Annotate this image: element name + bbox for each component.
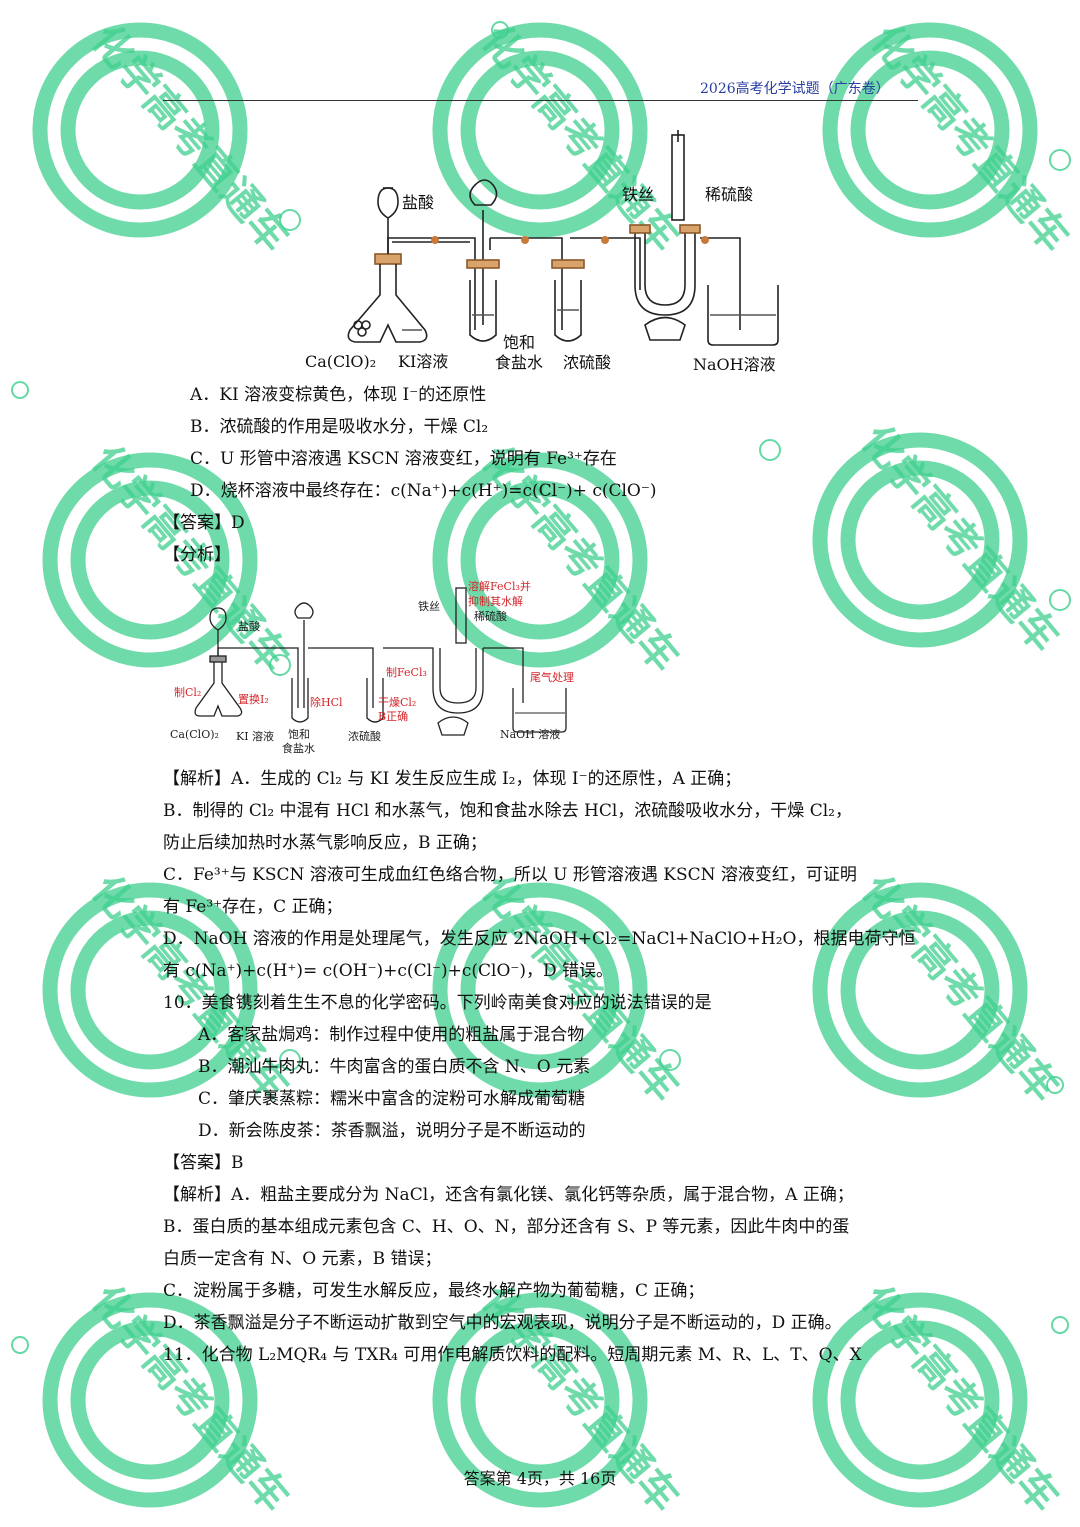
label-ki-solution: KI溶液	[398, 352, 448, 371]
label-dilute-sulfuric-acid: 稀硫酸	[705, 185, 753, 204]
label-hydrochloric-acid: 盐酸	[402, 193, 434, 212]
q10-option-c: C．肇庆裹蒸粽：糯米中富含的淀粉可水解成葡萄糖	[198, 1089, 586, 1109]
q9-explanation-line: 有 c(Na⁺)+c(H⁺)= c(OH⁻)+c(Cl⁻)+c(ClO⁻)，D …	[163, 961, 614, 981]
q9-explanation-line: D．NaOH 溶液的作用是处理尾气，发生反应 2NaOH+Cl₂=NaCl+Na…	[163, 929, 916, 949]
q9-explanation-line: B．制得的 Cl₂ 中混有 HCl 和水蒸气，饱和食盐水除去 HCl，浓硫酸吸收…	[163, 801, 852, 821]
watermark-text: 化学高考直通车	[82, 17, 297, 261]
q9-option-b: B．浓硫酸的作用是吸收水分，干燥 Cl₂	[190, 417, 489, 437]
label-caclo2: Ca(ClO)₂	[305, 352, 376, 371]
label2-dissolve-1: 溶解FeCl₃并	[468, 579, 531, 593]
watermark-text: 化学高考直通车	[862, 17, 1077, 261]
q9-explanation-line: C．Fe³⁺与 KSCN 溶液可生成血红色络合物，所以 U 形管溶液遇 KSCN…	[163, 865, 857, 885]
watermark-ring	[40, 30, 240, 230]
q9-analysis-label: 【分析】	[163, 545, 231, 565]
apparatus-diagram-1: 盐酸 铁丝 稀硫酸 Ca(ClO)₂ KI溶液 饱和 食盐水 浓硫酸 NaOH溶…	[305, 130, 779, 374]
q10-explanation-line: 白质一定含有 N、O 元素，B 错误；	[163, 1249, 442, 1269]
label2-caclo2: Ca(ClO)₂	[170, 728, 219, 741]
label2-ki-solution: KI 溶液	[236, 729, 274, 743]
label-saturated-brine-1: 饱和	[503, 333, 535, 352]
header-divider	[163, 100, 918, 101]
q10-option-a: A．客家盐焗鸡：制作过程中使用的粗盐属于混合物	[198, 1025, 585, 1045]
label2-dissolve-2: 抑制其水解	[468, 594, 523, 608]
page-header-title: 2026高考化学试题（广东卷）	[700, 81, 890, 97]
label-saturated-brine-2: 食盐水	[495, 353, 543, 372]
watermark-ring	[820, 440, 1020, 640]
label2-naoh-solution: NaOH 溶液	[500, 727, 560, 741]
label2-saturated-brine-1: 饱和	[288, 727, 310, 741]
q10-option-d: D．新会陈皮茶：茶香飘溢，说明分子是不断运动的	[198, 1121, 586, 1141]
q10-option-b: B．潮汕牛肉丸：牛肉富含的蛋白质不含 N、O 元素	[198, 1057, 591, 1077]
label-conc-sulfuric-acid: 浓硫酸	[563, 353, 611, 372]
label2-make-cl2: 制Cl₂	[174, 686, 201, 699]
q9-explanation-line: 防止后续加热时水蒸气影响反应，B 正确；	[163, 833, 487, 853]
label2-conc-sulfuric-acid: 浓硫酸	[348, 729, 381, 743]
watermark-ring	[820, 890, 1020, 1090]
label2-displace-i2: 置换I₂	[238, 692, 269, 706]
q9-option-d: D．烧杯溶液中最终存在：c(Na⁺)+c(H⁺)=c(Cl⁻)+ c(ClO⁻)	[190, 481, 657, 501]
label2-dry-cl2-1: 干燥Cl₂	[378, 696, 416, 709]
label2-saturated-brine-2: 食盐水	[282, 741, 315, 755]
label2-dry-cl2-2: B正确	[378, 710, 408, 723]
q10-stem: 10．美食镌刻着生生不息的化学密码。下列岭南美食对应的说法错误的是	[163, 993, 712, 1013]
q10-explanation-line: 【解析】A．粗盐主要成分为 NaCl，还含有氯化镁、氯化钙等杂质，属于混合物，A…	[163, 1185, 854, 1205]
label2-iron-wire: 铁丝	[418, 600, 440, 613]
q9-explanation-line: 有 Fe³⁺存在，C 正确；	[163, 897, 343, 917]
label2-tail-gas: 尾气处理	[530, 670, 574, 684]
watermark-ring	[830, 30, 1030, 230]
apparatus-diagram-2: 盐酸 铁丝 稀硫酸 Ca(ClO)₂ KI 溶液 饱和 食盐水 浓硫酸 NaOH…	[170, 579, 574, 755]
q9-answer: 【答案】D	[163, 513, 245, 533]
label-naoh-solution: NaOH溶液	[693, 355, 776, 374]
watermark-text: 化学高考直通车	[852, 867, 1067, 1111]
label2-dilute-sulfuric-acid: 稀硫酸	[474, 609, 507, 623]
q9-option-a: A．KI 溶液变棕黄色，体现 I⁻的还原性	[190, 385, 487, 405]
label2-remove-hcl: 除HCl	[310, 695, 343, 709]
label2-hydrochloric-acid: 盐酸	[238, 619, 260, 633]
page-footer: 答案第 4页，共 16页	[463, 1469, 617, 1488]
q9-option-c: C．U 形管中溶液遇 KSCN 溶液变红，说明有 Fe³⁺存在	[190, 449, 617, 469]
q9-explanation-line: 【解析】A．生成的 Cl₂ 与 KI 发生反应生成 I₂，体现 I⁻的还原性，A…	[163, 769, 742, 789]
q10-explanation-line: B．蛋白质的基本组成元素包含 C、H、O、N，部分还含有 S、P 等元素，因此牛…	[163, 1217, 850, 1237]
watermark-text: 化学高考直通车	[852, 417, 1067, 661]
q10-explanation-line: C．淀粉属于多糖，可发生水解反应，最终水解产物为葡萄糖，C 正确；	[163, 1281, 705, 1301]
q11-stem: 11．化合物 L₂MQR₄ 与 TXR₄ 可用作电解质饮料的配料。短周期元素 M…	[163, 1345, 862, 1365]
q10-explanation-line: D．茶香飘溢是分子不断运动扩散到空气中的宏观表现，说明分子是不断运动的，D 正确…	[163, 1313, 842, 1333]
label2-make-fecl3: 制FeCl₃	[386, 666, 427, 679]
label-iron-wire: 铁丝	[622, 185, 654, 204]
q10-answer: 【答案】B	[163, 1153, 244, 1173]
